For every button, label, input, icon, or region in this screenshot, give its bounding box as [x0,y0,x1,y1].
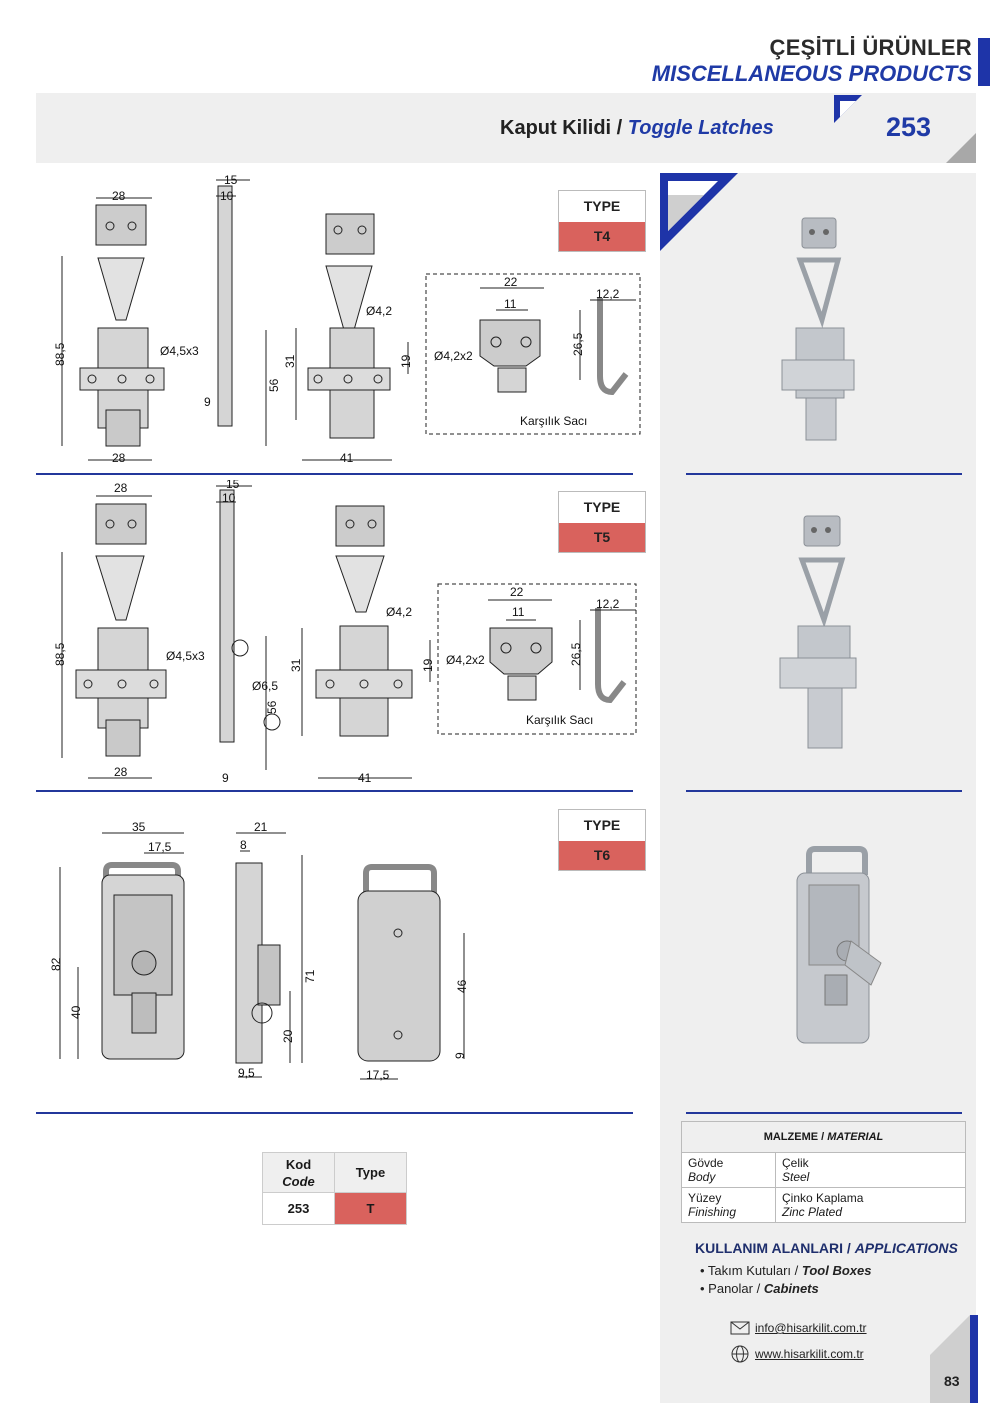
dim-label: 56 [267,378,281,392]
t4-technical-drawing: 28 28 88,5 Ø4,5x3 15 10 9 56 Ø4,2 31 19 … [53,173,641,465]
section-divider [36,473,633,475]
section-divider [686,1112,962,1114]
section-divider [36,1112,633,1114]
dim-label: 28 [112,189,126,203]
section-divider [36,790,633,792]
application-item: • Panolar / Cabinets [700,1281,819,1296]
dim-label: 19 [421,658,435,672]
dim-label: 46 [455,979,469,993]
dim-label: Ø4,2x2 [446,653,485,667]
dim-label: 31 [283,354,297,368]
type-label: TYPE [583,198,621,214]
dim-label: 12,2 [596,287,620,301]
dim-label: 28 [114,765,128,779]
section-divider [686,790,962,792]
type-label: TYPE [583,817,621,833]
category-title-en: MISCELLANEOUS PRODUCTS [651,61,972,86]
globe-icon [731,1345,749,1363]
dim-label: 10 [222,491,236,505]
code-value: 253 [262,1192,335,1225]
type-box-t6: TYPE T6 [558,809,646,871]
dim-label: 88,5 [53,642,67,666]
category-title-tr: ÇEŞİTLİ ÜRÜNLER [769,35,972,60]
dim-label: 26,5 [571,332,585,356]
page-title: Kaput Kilidi / Toggle Latches [500,117,774,139]
dim-label: Ø6,5 [252,679,278,693]
corner-decoration [834,95,976,163]
website-link[interactable]: www.hisarkilit.com.tr [755,1347,864,1361]
t5-product-photo [779,515,857,749]
dim-label: 31 [289,658,303,672]
dim-label: 15 [224,173,238,187]
t5-technical-drawing: 28 28 88,5 Ø4,5x3 15 10 Ø6,5 9 56 Ø4,2 3… [53,480,637,785]
dim-label: 82 [49,957,63,971]
page-corner-decoration [930,1315,978,1403]
email-icon [730,1321,750,1335]
section-divider [686,473,962,475]
application-item: • Takım Kutuları / Tool Boxes [700,1263,872,1278]
type-label: TYPE [583,499,621,515]
type-header: Type [334,1152,407,1193]
dim-label: 11 [512,605,525,619]
t6-product-photo [796,846,882,1044]
email-link[interactable]: info@hisarkilit.com.tr [755,1321,867,1335]
dim-label: 22 [510,585,524,599]
dim-label: 28 [112,451,126,465]
dim-label: 11 [504,297,517,311]
type-value: T4 [559,222,645,251]
type-box-t4: TYPE T4 [558,190,646,252]
dim-label: 19 [399,354,413,368]
dim-label: 41 [340,451,354,465]
page-number: 83 [944,1373,960,1389]
counter-plate-label: Karşılık Sacı [526,713,593,727]
panel-corner-decoration [660,173,738,251]
dim-label: Ø4,2x2 [434,349,473,363]
dim-label: 41 [358,771,372,785]
material-title: MALZEME / MATERIAL [681,1121,966,1153]
type-value: T [334,1192,407,1225]
dim-label: Ø4,5x3 [166,649,205,663]
type-box-t5: TYPE T5 [558,491,646,553]
dim-label: 9 [453,1052,467,1059]
dim-label: Ø4,2 [366,304,392,318]
dim-label: Ø4,2 [386,605,412,619]
dim-label: 17,5 [366,1068,390,1082]
dim-label: 26,5 [569,642,583,666]
t6-technical-drawing: 35 17,5 82 40 21 8 71 20 9,5 46 9 17,5 [49,820,469,1082]
dim-label: 35 [132,820,146,834]
dim-label: 56 [265,700,279,714]
dim-label: 10 [220,189,234,203]
dim-label: 17,5 [148,840,172,854]
dim-label: 9,5 [238,1066,255,1080]
type-value: T6 [559,841,645,870]
dim-label: 88,5 [53,342,67,366]
counter-plate-label: Karşılık Sacı [520,414,587,428]
dim-label: 28 [114,481,128,495]
dim-label: 40 [69,1005,83,1019]
dim-label: 9 [204,395,211,409]
type-value: T5 [559,523,645,552]
dim-label: 21 [254,820,268,834]
applications-title: KULLANIM ALANLARI / APPLICATIONS [695,1240,958,1256]
product-code: 253 [886,112,932,142]
dim-label: Ø4,5x3 [160,344,199,358]
dim-label: 12,2 [596,597,620,611]
dim-label: 9 [222,771,229,785]
dim-label: 71 [303,969,317,983]
dim-label: 15 [226,480,240,491]
dim-label: 20 [281,1029,295,1043]
title-band [36,93,976,163]
t4-product-photo [781,217,855,441]
dim-label: 8 [240,838,247,852]
dim-label: 22 [504,275,518,289]
header-accent-bar [978,38,990,86]
